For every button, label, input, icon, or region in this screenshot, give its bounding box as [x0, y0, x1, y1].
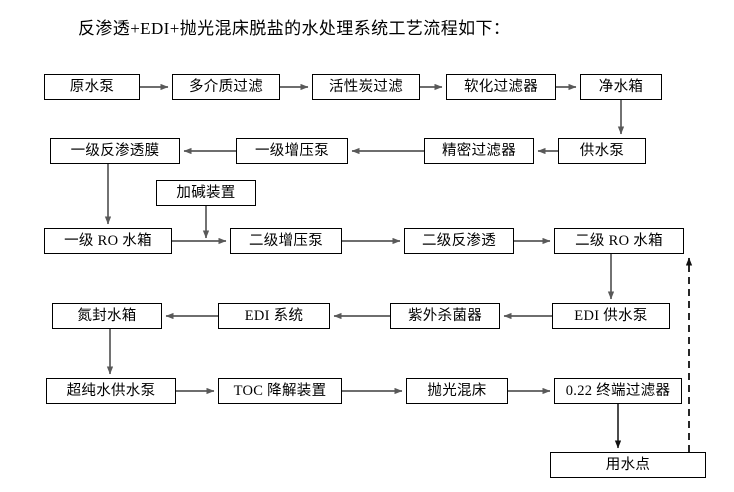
node-label: 多介质过滤 — [189, 78, 263, 95]
node-label: 用水点 — [605, 456, 651, 473]
node-nitrogen-sealed-tank[interactable]: 氮封水箱 — [52, 303, 162, 329]
node-label: 软化过滤器 — [464, 78, 538, 95]
node-label: 供水泵 — [579, 142, 625, 159]
node-label: TOC 降解装置 — [233, 382, 327, 399]
node-label: 超纯水供水泵 — [66, 382, 156, 399]
node-ro1-membrane[interactable]: 一级反渗透膜 — [50, 138, 180, 164]
node-label: 一级反渗透膜 — [70, 142, 160, 159]
node-supply-water-pump[interactable]: 供水泵 — [558, 138, 646, 164]
node-ultrapure-water-supply-pump[interactable]: 超纯水供水泵 — [46, 378, 176, 404]
node-ro2-water-tank[interactable]: 二级 RO 水箱 — [554, 228, 684, 254]
node-label: 氮封水箱 — [77, 307, 137, 324]
node-label: 原水泵 — [69, 78, 115, 95]
node-label: EDI 系统 — [244, 307, 304, 324]
node-label: 二级 RO 水箱 — [575, 232, 663, 249]
node-label: 一级 RO 水箱 — [64, 232, 152, 249]
node-activated-carbon-filter[interactable]: 活性炭过滤 — [312, 74, 420, 100]
node-ro1-water-tank[interactable]: 一级 RO 水箱 — [44, 228, 172, 254]
node-terminal-filter[interactable]: 0.22 终端过滤器 — [554, 378, 682, 404]
node-point-of-use[interactable]: 用水点 — [550, 452, 706, 478]
node-clean-water-tank[interactable]: 净水箱 — [580, 74, 662, 100]
node-alkali-dosing-device[interactable]: 加碱装置 — [156, 180, 256, 206]
node-label: 一级增压泵 — [255, 142, 329, 159]
node-booster-pump-1[interactable]: 一级增压泵 — [236, 138, 348, 164]
node-toc-degrader[interactable]: TOC 降解装置 — [218, 378, 342, 404]
node-label: 二级反渗透 — [422, 232, 496, 249]
node-label: 加碱装置 — [176, 184, 236, 201]
node-edi-supply-pump[interactable]: EDI 供水泵 — [552, 303, 670, 329]
node-raw-water-pump[interactable]: 原水泵 — [44, 74, 140, 100]
node-softening-filter[interactable]: 软化过滤器 — [446, 74, 556, 100]
node-label: 抛光混床 — [427, 382, 487, 399]
node-edi-system[interactable]: EDI 系统 — [218, 303, 330, 329]
page-title: 反渗透+EDI+抛光混床脱盐的水处理系统工艺流程如下： — [78, 19, 511, 38]
node-label: 二级增压泵 — [249, 232, 323, 249]
node-polishing-mixed-bed[interactable]: 抛光混床 — [406, 378, 508, 404]
node-label: 0.22 终端过滤器 — [565, 382, 671, 399]
node-label: 紫外杀菌器 — [408, 307, 482, 324]
node-ro2-membrane[interactable]: 二级反渗透 — [404, 228, 514, 254]
node-label: 活性炭过滤 — [329, 78, 403, 95]
node-label: 净水箱 — [598, 78, 644, 95]
node-label: EDI 供水泵 — [574, 307, 648, 324]
node-precision-filter[interactable]: 精密过滤器 — [424, 138, 534, 164]
node-multimedia-filter[interactable]: 多介质过滤 — [172, 74, 280, 100]
node-label: 精密过滤器 — [442, 142, 516, 159]
node-booster-pump-2[interactable]: 二级增压泵 — [230, 228, 342, 254]
node-uv-sterilizer[interactable]: 紫外杀菌器 — [390, 303, 500, 329]
